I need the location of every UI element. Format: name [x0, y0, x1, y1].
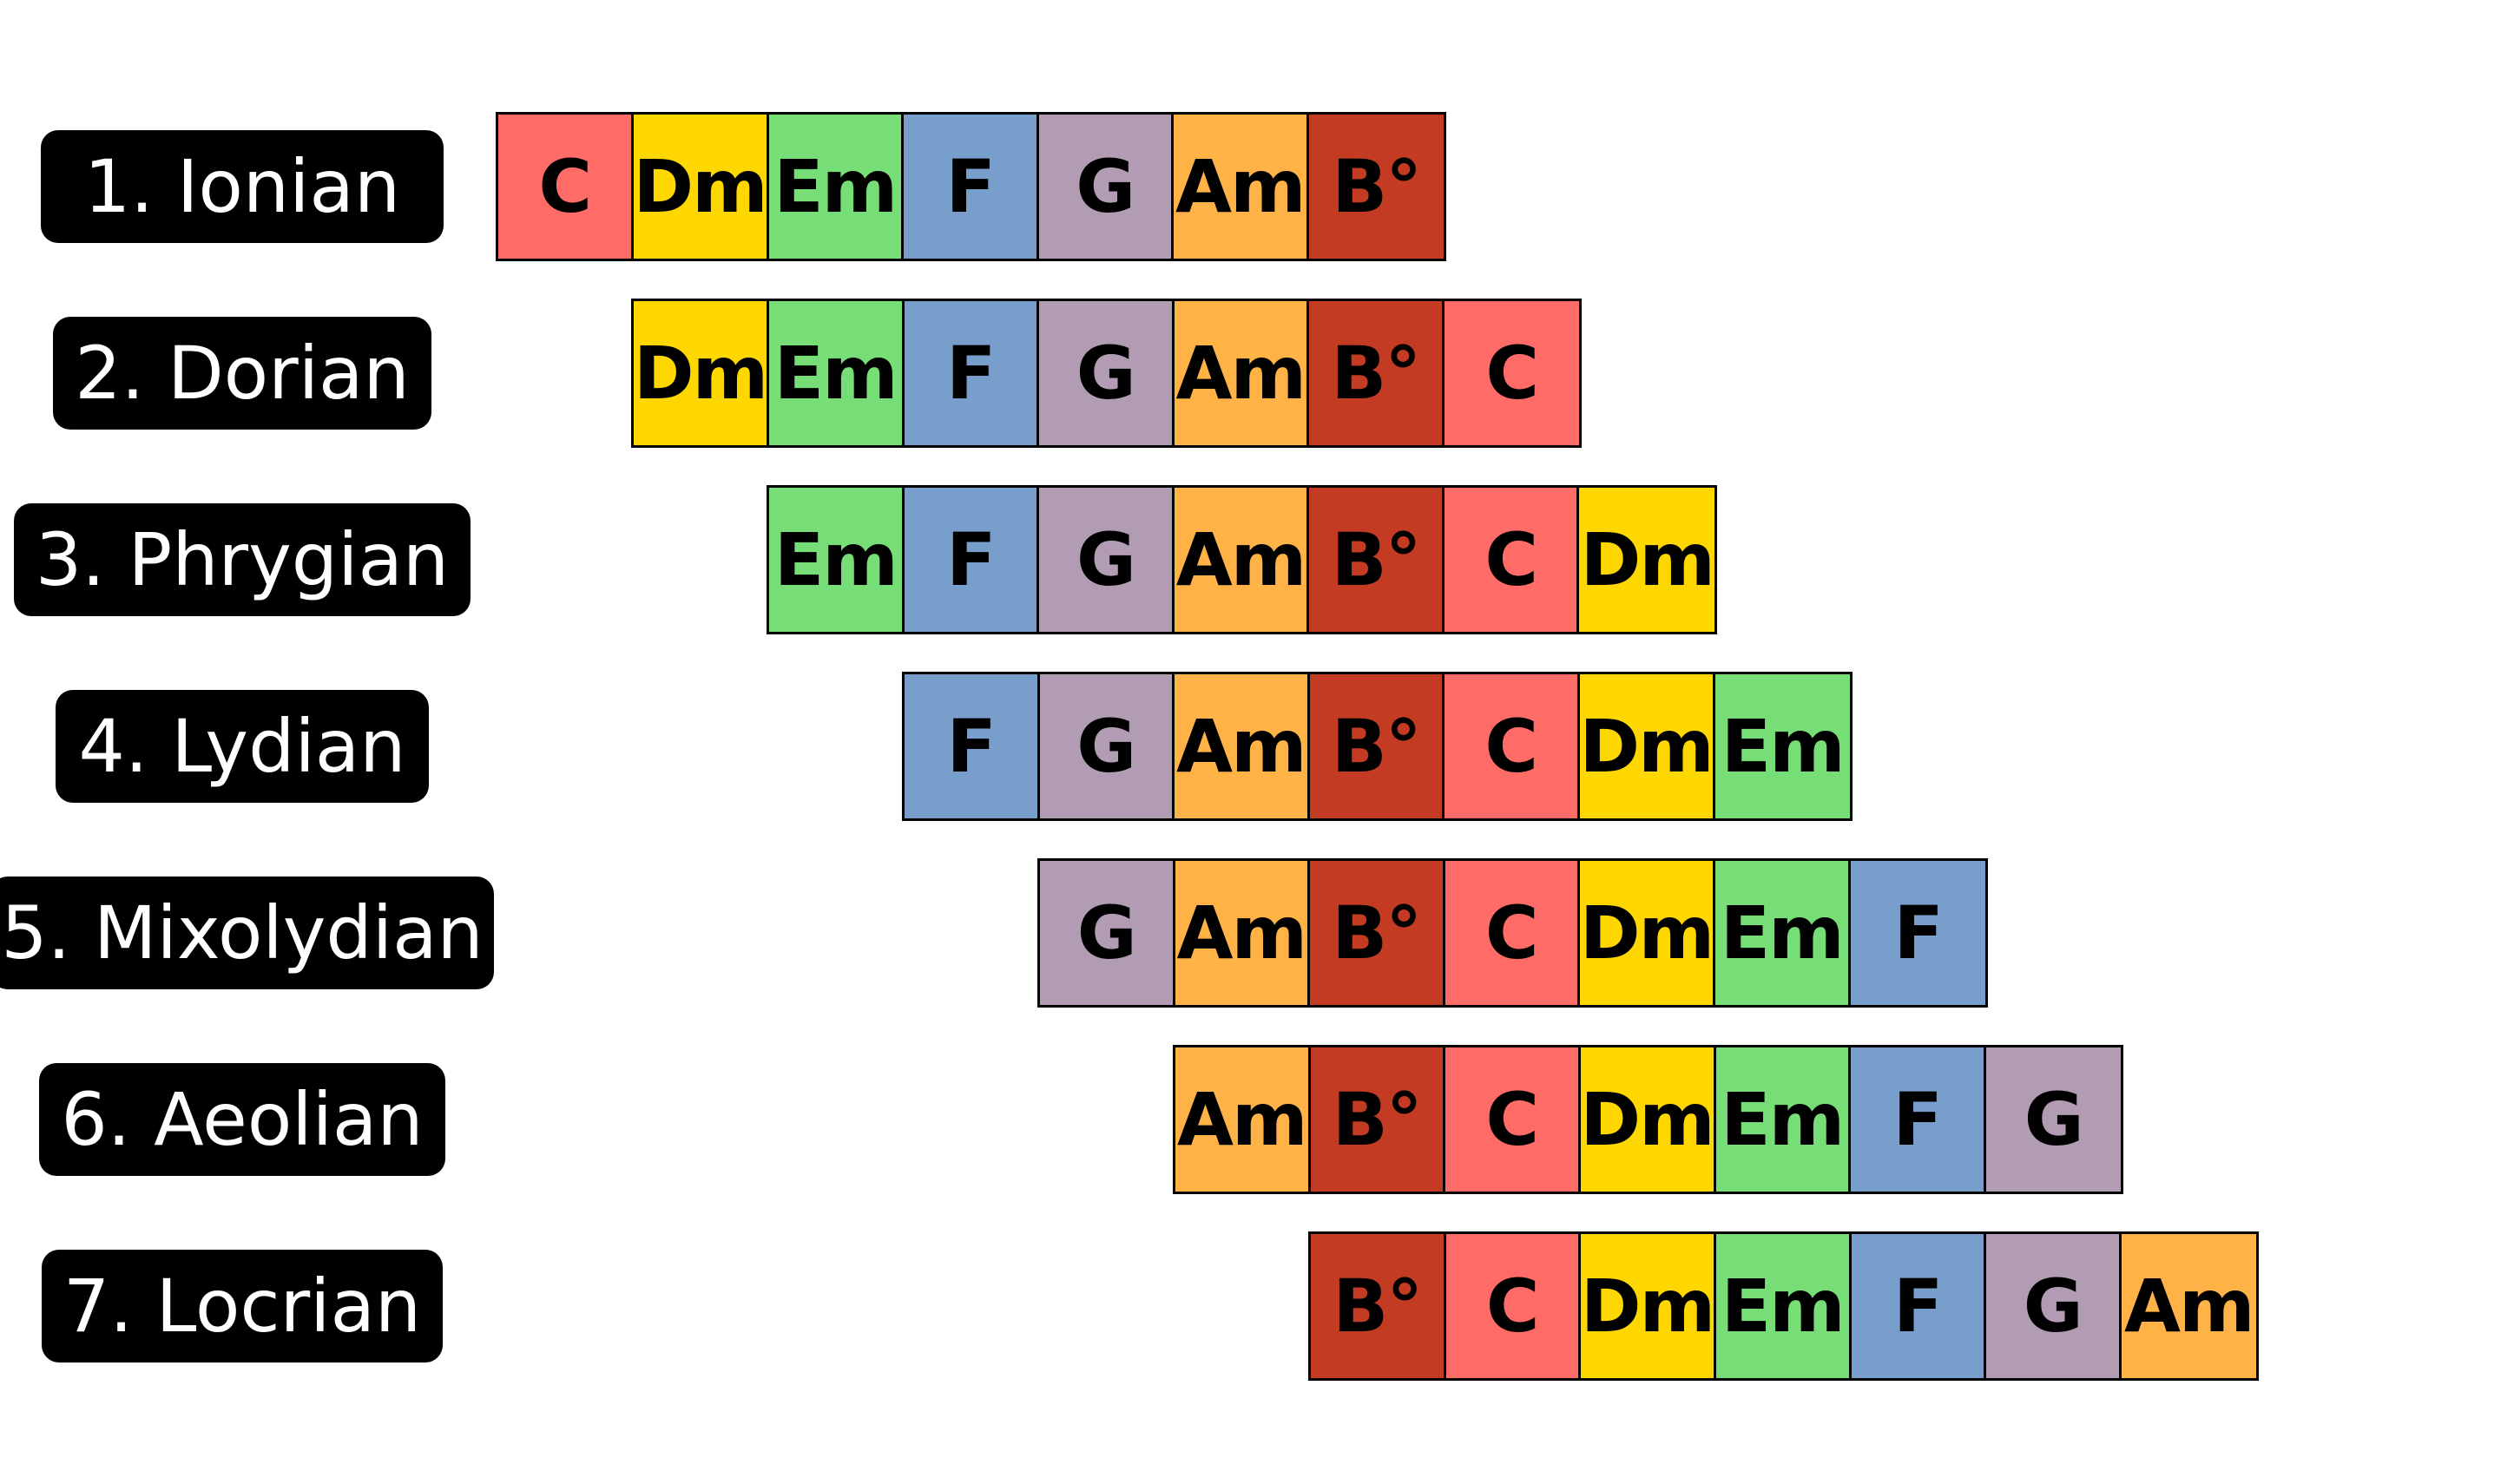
chord-cell: F [1850, 861, 1985, 1005]
chord-cell: G [1040, 861, 1175, 1005]
chord-cell: Am [1174, 301, 1309, 445]
chord-cell: Dm [1581, 1234, 1716, 1378]
chord-cell: G [1039, 674, 1175, 818]
chord-cell: Am [1174, 115, 1309, 259]
chord-cell: Am [1174, 488, 1310, 632]
chord-cell: B° [1308, 115, 1444, 259]
chord-cell: Dm [634, 301, 769, 445]
mode-label-mixolydian: 5. Mixolydian [0, 877, 494, 989]
chord-cell: B° [1309, 488, 1445, 632]
chord-cell: Dm [1579, 488, 1715, 632]
chord-cell: F [904, 115, 1039, 259]
chord-cell: Em [769, 301, 905, 445]
mode-label-dorian: 2. Dorian [53, 317, 431, 430]
chord-cell: C [498, 115, 634, 259]
chord-cell: G [1038, 115, 1174, 259]
chord-cell: Em [768, 115, 904, 259]
chord-cell: B° [1310, 861, 1445, 1005]
chord-cell: B° [1311, 1234, 1446, 1378]
chord-cell: F [904, 301, 1039, 445]
chord-cell: F [904, 488, 1040, 632]
chord-cell: Am [1175, 674, 1310, 818]
chord-cell: C [1445, 674, 1580, 818]
chord-cell: Dm [1579, 674, 1715, 818]
chord-cell: Dm [633, 115, 769, 259]
chord-cell: F [1851, 1234, 1986, 1378]
chord-cell: B° [1309, 301, 1445, 445]
chord-cell: C [1445, 861, 1580, 1005]
chord-cell: Em [1716, 1234, 1852, 1378]
chord-cell: G [1039, 488, 1175, 632]
chord-cell: Em [1715, 861, 1851, 1005]
chord-cell: Am [1175, 1047, 1311, 1192]
chord-cell: Dm [1580, 861, 1715, 1005]
chord-cell: Am [1175, 861, 1310, 1005]
chord-cell: Em [1715, 1047, 1851, 1192]
mode-label-lydian: 4. Lydian [56, 690, 429, 803]
mode-label-locrian: 7. Locrian [42, 1250, 443, 1363]
chord-cell: F [905, 674, 1040, 818]
mode-label-aeolian: 6. Aeolian [39, 1063, 445, 1176]
mode-label-phrygian: 3. Phrygian [14, 503, 471, 616]
chord-cell: Dm [1580, 1047, 1716, 1192]
mode-label-ionian: 1. Ionian [41, 130, 444, 243]
chord-cell: G [1986, 1234, 2122, 1378]
chord-cell: G [1985, 1047, 2121, 1192]
chord-cell: C [1445, 1047, 1581, 1192]
chord-cell: C [1445, 1234, 1581, 1378]
chord-cell: Em [769, 488, 905, 632]
chord-cell: B° [1309, 674, 1445, 818]
chord-cell: Em [1714, 674, 1850, 818]
chord-cell: C [1444, 301, 1579, 445]
chord-cell: G [1039, 301, 1175, 445]
chord-cell: Am [2121, 1234, 2256, 1378]
chord-cell: C [1444, 488, 1580, 632]
chord-cell: B° [1310, 1047, 1445, 1192]
chord-cell: F [1851, 1047, 1986, 1192]
